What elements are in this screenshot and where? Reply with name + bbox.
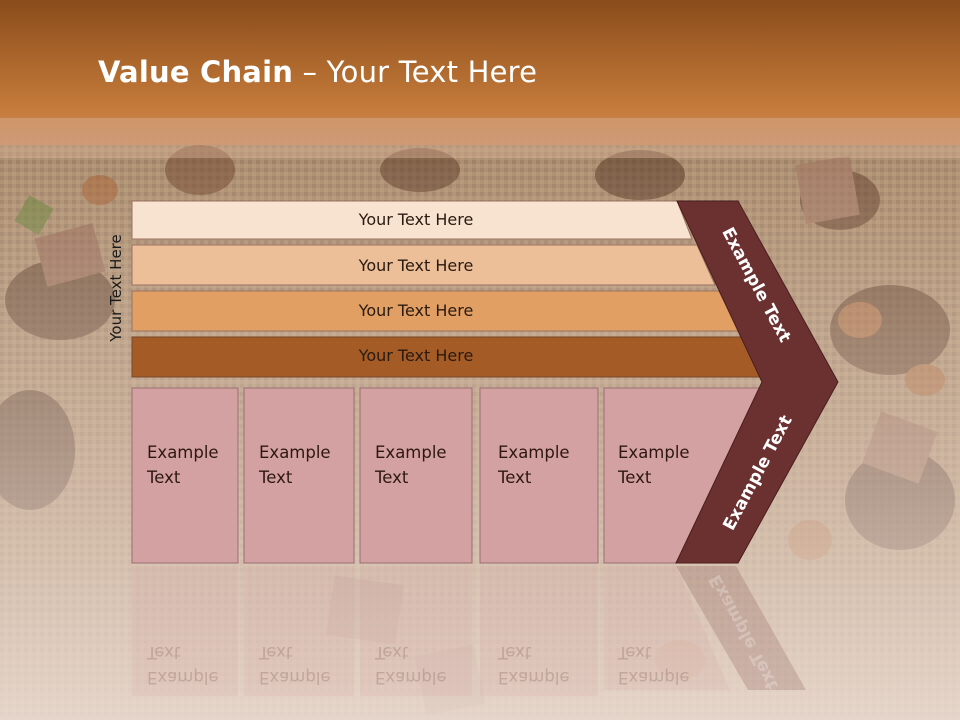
activity-box-4 (479, 387, 599, 564)
box-text-4-line1: Example (498, 443, 570, 462)
activity-box-3 (359, 387, 473, 564)
box-text-3-line1: Example (375, 443, 447, 462)
box-text-4-line2: Text (498, 468, 532, 487)
row-label-1: Your Text Here (358, 210, 474, 229)
box-reflection-5-line1: Example (618, 668, 690, 687)
activity-box-1 (131, 387, 239, 564)
activity-box-2 (243, 387, 355, 564)
box-reflection-3-line2: Text (375, 643, 409, 662)
box-reflection-1-line2: Text (147, 643, 181, 662)
box-reflection-4: Example Text (498, 640, 598, 690)
box-text-1-line1: Example (147, 443, 219, 462)
box-reflection-4-line1: Example (498, 668, 570, 687)
box-reflection-4-line2: Text (498, 643, 532, 662)
box-text-2-line1: Example (259, 443, 331, 462)
box-text-3-line2: Text (375, 468, 409, 487)
row-label-4: Your Text Here (358, 346, 474, 365)
box-text-2-line2: Text (259, 468, 293, 487)
box-reflection-2-line2: Text (259, 643, 293, 662)
box-reflection-3: Example Text (375, 640, 475, 690)
row-bar-1 (131, 200, 693, 240)
margin-chevron (675, 200, 839, 564)
row-label-2: Your Text Here (358, 256, 474, 275)
box-reflection-2-line1: Example (259, 668, 331, 687)
title-bold: Value Chain (98, 55, 294, 89)
box-reflection-2: Example Text (259, 640, 359, 690)
row-label-3: Your Text Here (358, 301, 474, 320)
box-reflection-3-line1: Example (375, 668, 447, 687)
slide-title: Value Chain – Your Text Here (98, 55, 537, 89)
box-reflection-5: Example Text (618, 640, 718, 690)
boxes-reflection (132, 566, 806, 696)
box-reflection-5-line2: Text (618, 643, 652, 662)
title-rest: – Your Text Here (293, 55, 538, 89)
box-text-1-line2: Text (147, 468, 181, 487)
box-reflection-1: Example Text (147, 640, 247, 690)
box-text-5-line2: Text (618, 468, 652, 487)
box-text-5-line1: Example (618, 443, 690, 462)
box-reflection-1-line1: Example (147, 668, 219, 687)
row-bar-2 (131, 244, 716, 286)
